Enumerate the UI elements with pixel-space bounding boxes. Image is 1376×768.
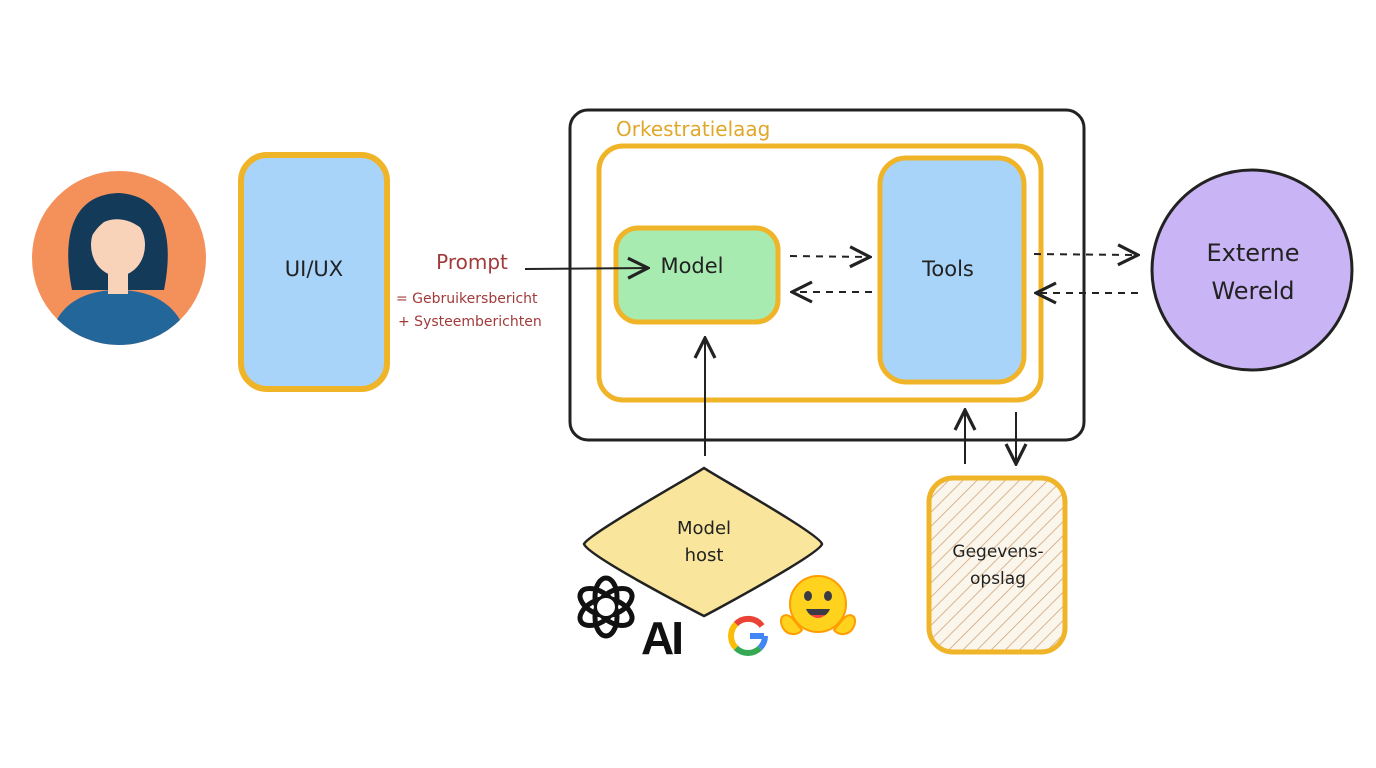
- ui-ux-box: UI/UX: [238, 152, 390, 392]
- user-avatar-icon: [32, 171, 206, 345]
- model-box: Model: [613, 225, 781, 325]
- model-host-diamond: Model host: [582, 466, 824, 618]
- data-storage-box: Gegevens- opslag: [926, 475, 1068, 655]
- data-storage-line1: Gegevens-: [952, 542, 1043, 562]
- prompt-annotation: Prompt = Gebruikersbericht + Systeemberi…: [396, 250, 542, 330]
- anthropic-logo-icon: AI: [641, 612, 681, 664]
- orchestration-label: Orkestratielaag: [616, 117, 770, 141]
- google-logo-icon: [728, 615, 768, 656]
- huggingface-logo-icon: [780, 575, 856, 636]
- external-world-line2: Wereld: [1211, 277, 1294, 305]
- tools-box: Tools: [877, 155, 1027, 385]
- model-host-line2: host: [685, 545, 724, 566]
- arrow-model-to-tools: [789, 256, 870, 257]
- orchestration-frame: Orkestratielaag: [568, 108, 1086, 442]
- prompt-line-user-message: = Gebruikersbericht: [396, 291, 538, 307]
- external-world-circle: Externe Wereld: [1150, 168, 1354, 372]
- prompt-title: Prompt: [436, 250, 508, 274]
- prompt-line-system-messages: + Systeemberichten: [398, 314, 542, 330]
- model-label: Model: [660, 254, 723, 278]
- arrow-tools-to-external: [1033, 254, 1138, 255]
- orchestration-layer-box: [596, 143, 1044, 403]
- external-world-line1: Externe: [1207, 239, 1300, 267]
- model-host-line1: Model: [677, 518, 731, 539]
- openai-logo-icon: [577, 575, 635, 639]
- arrow-prompt-to-model: [524, 268, 648, 269]
- tools-label: Tools: [921, 257, 974, 281]
- data-storage-line2: opslag: [970, 569, 1026, 589]
- ui-ux-label: UI/UX: [285, 257, 343, 281]
